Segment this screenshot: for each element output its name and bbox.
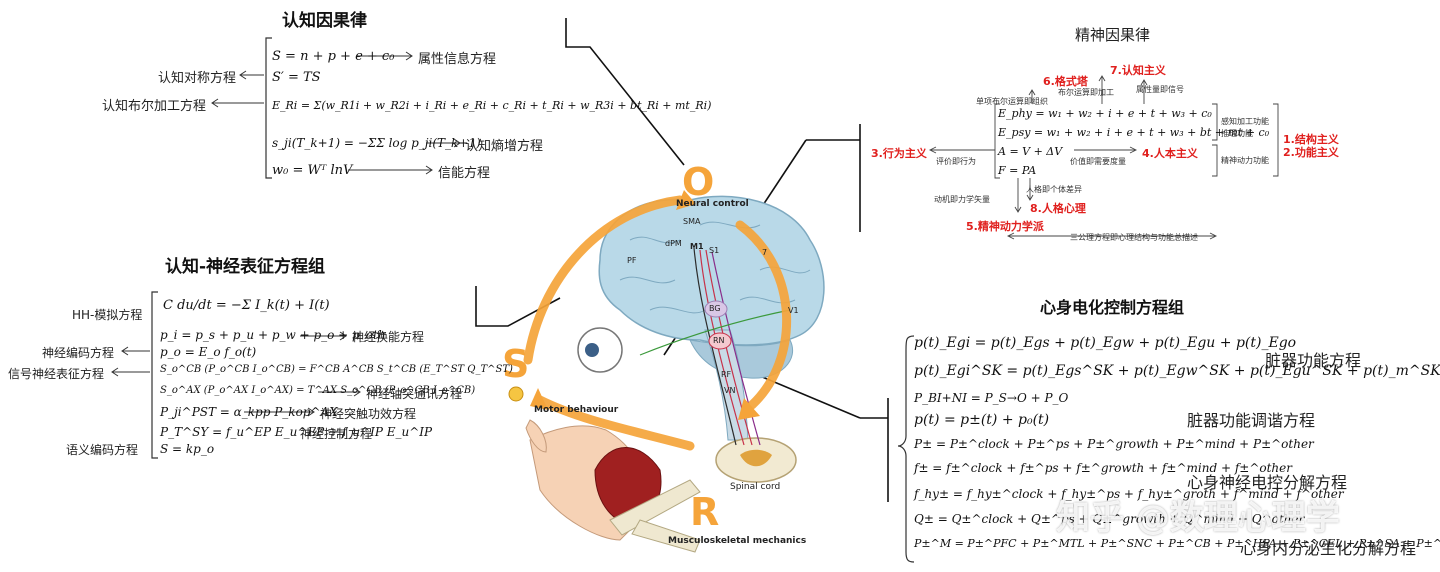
psychosomatic-eq-5: P± = P±^clock + P±^ps + P±^growth + P±^m…	[914, 437, 1314, 451]
mental-eq-phy: E_phy = w₁ + w₂ + i + e + t + w₃ + c₀	[998, 107, 1212, 120]
psychosomatic-eq-9: P±^M = P±^PFC + P±^MTL + P±^SNC + P±^CB …	[914, 537, 1440, 550]
label-behaviorism: 3.行为主义	[871, 147, 927, 160]
note-boolean-processing: 布尔运算即加工	[1058, 88, 1114, 97]
note-single-boolean: 单项布尔运算即组织	[976, 97, 1048, 106]
label-gestalt: 6.格式塔	[1043, 75, 1088, 88]
label-axon-equation: 神经轴突通讯方程	[366, 387, 463, 401]
region-dpm: dPM	[665, 239, 682, 248]
region-rf: RF	[721, 370, 732, 379]
psychosomatic-eq-6: f± = f±^clock + f±^ps + f±^growth + f±^m…	[914, 461, 1292, 475]
neural-eq-synapse: P_ji^PST = α_kpp P_kop^AX	[160, 405, 338, 419]
label-organ-function: 脏器功能方程	[1265, 351, 1362, 370]
label-entropy-equation: 认知熵增方程	[465, 139, 544, 154]
region-pf: PF	[627, 256, 637, 265]
mental-causal-title: 精神因果律	[1075, 26, 1151, 44]
label-control-equation: 神经控制方程	[300, 427, 373, 441]
neural-eq-control: P_T^SY = f_u^EP E_u^EP + f_u^IP E_u^IP	[160, 425, 433, 439]
cognitive-causal-title: 认知因果律	[282, 11, 367, 31]
mental-eq-value: A = V + ΔV	[998, 145, 1063, 158]
region-sma: SMA	[683, 217, 701, 226]
label-personality: 8.人格心理	[1030, 202, 1086, 215]
label-structuralism: 1.结构主义	[1283, 133, 1339, 146]
label-signal-equation: 信号神经表征方程	[8, 367, 105, 381]
letter-r: R	[690, 490, 720, 534]
label-psychodynamics: 5.精神动力学派	[966, 220, 1044, 233]
neural-eq-hh: C du/dt = −Σ I_k(t) + I(t)	[163, 298, 330, 313]
psychosomatic-eq-3: P_BI+NI = P_S→O + P_O	[914, 391, 1069, 405]
label-boolean-equation: 认知布尔加工方程	[102, 99, 207, 114]
cognitive-eq-entropy: s_ji(T_k+1) = −ΣΣ log p_ji(T_k+1)	[272, 136, 481, 150]
cognitive-eq-symmetry: S′ = TS	[272, 70, 321, 85]
label-synapse-equation: 神经突触功效方程	[320, 407, 417, 421]
region-bg: BG	[709, 304, 721, 313]
mental-eq-psy: E_psy = w₁ + w₂ + i + e + t + w₃ + bt + …	[998, 126, 1270, 139]
note-evaluation: 评价即行为	[936, 157, 976, 166]
feedback-loop-arrows	[523, 195, 791, 451]
label-encoding-equation: 神经编码方程	[42, 346, 115, 360]
label-cognitivism: 7.认知主义	[1110, 64, 1166, 77]
label-functionalism: 2.功能主义	[1283, 146, 1339, 159]
neural-eq-encoding: p_o = E_o f_o(t)	[160, 345, 257, 359]
musculoskeletal-label: Musculoskeletal mechanics	[668, 536, 807, 546]
neural-eq-transduction: p_i = p_s + p_u + p_w + p_o + p_oth	[160, 328, 386, 342]
label-energy-equation: 信能方程	[438, 166, 491, 181]
label-neural-electro: 心身神经电控分解方程	[1187, 473, 1348, 492]
note-individual-difference: 人格即个体差异	[1026, 185, 1082, 194]
cognitive-eq-attribute: S = n + p + e + c₀	[272, 49, 395, 64]
note-motivation-vector: 动机即力学矢量	[934, 195, 990, 204]
psychosomatic-eq-7: f_hy± = f_hy±^clock + f_hy±^ps + f_hy±^g…	[914, 487, 1344, 501]
label-attribute-equation: 属性信息方程	[418, 52, 497, 67]
label-organ-tuning: 脏器功能调谐方程	[1187, 411, 1316, 430]
label-symmetry-equation: 认知对称方程	[158, 71, 237, 86]
note-attribute-signal: 属性量即信号	[1136, 85, 1184, 94]
mental-eq-force: F = PA	[998, 164, 1037, 177]
motor-behaviour-label: Motor behaviour	[534, 405, 619, 415]
region-s1: S1	[709, 246, 720, 255]
region-m1: M1	[690, 242, 704, 251]
note-reasoning: 推理功能	[1221, 129, 1253, 138]
note-perception: 感知加工功能	[1221, 117, 1269, 126]
spinal-cord-label: Spinal cord	[730, 482, 781, 492]
psychosomatic-eq-1: p(t)_Egi = p(t)_Egs + p(t)_Egw + p(t)_Eg…	[914, 335, 1297, 351]
neural-group-title: 认知-神经表征方程组	[165, 257, 326, 277]
letter-s: S	[502, 342, 530, 386]
brain-illustration	[508, 195, 825, 553]
label-hh-equation: HH-模拟方程	[72, 308, 143, 322]
psychosomatic-eq-2: p(t)_Egi^SK = p(t)_Egs^SK + p(t)_Egw^SK …	[914, 363, 1440, 379]
cognitive-eq-boolean: E_Ri = Σ(w_R1i + w_R2i + i_Ri + e_Ri + c…	[272, 99, 712, 112]
region-7: 7	[762, 248, 768, 257]
arrow-heads	[530, 190, 760, 420]
psychosomatic-eq-8: Q± = Q±^clock + Q±^ps + Q±^growth + Q^mi…	[914, 512, 1305, 526]
neural-eq-axon: S_o^AX (P_o^AX I_o^AX) = T^AX S_o^CB (P_…	[160, 385, 476, 396]
letter-o: O	[682, 160, 715, 204]
region-vn: VN	[724, 386, 736, 395]
region-v1: V1	[788, 306, 799, 315]
neural-eq-signal: S_o^CB (P_o^CB I_o^CB) = F^CB A^CB S_t^C…	[160, 364, 513, 375]
label-transduction-equation: 神经换能方程	[352, 330, 425, 344]
note-value: 价值即需要度量	[1070, 157, 1126, 166]
neural-eq-semantic: S = kp_o	[160, 442, 215, 456]
zhihu-watermark: 知乎 @数理心理学	[1056, 498, 1340, 538]
label-endocrine: 心身内分泌生化分解方程	[1240, 539, 1417, 558]
note-dynamics: 精神动力功能	[1221, 156, 1269, 165]
psychosomatic-title: 心身电化控制方程组	[1040, 298, 1185, 317]
region-rn: RN	[713, 336, 725, 345]
label-humanism: 4.人本主义	[1142, 147, 1198, 160]
psychosomatic-eq-4: p(t) = p±(t) + p₀(t)	[914, 412, 1050, 428]
label-semantic-equation: 语义编码方程	[66, 443, 139, 457]
neural-control-label: Neural control	[676, 199, 749, 209]
cognitive-eq-energy: w₀ = Wᵀ lnV	[272, 163, 353, 178]
note-three-axioms: 三公理方程即心理结构与功能总描述	[1070, 233, 1198, 242]
